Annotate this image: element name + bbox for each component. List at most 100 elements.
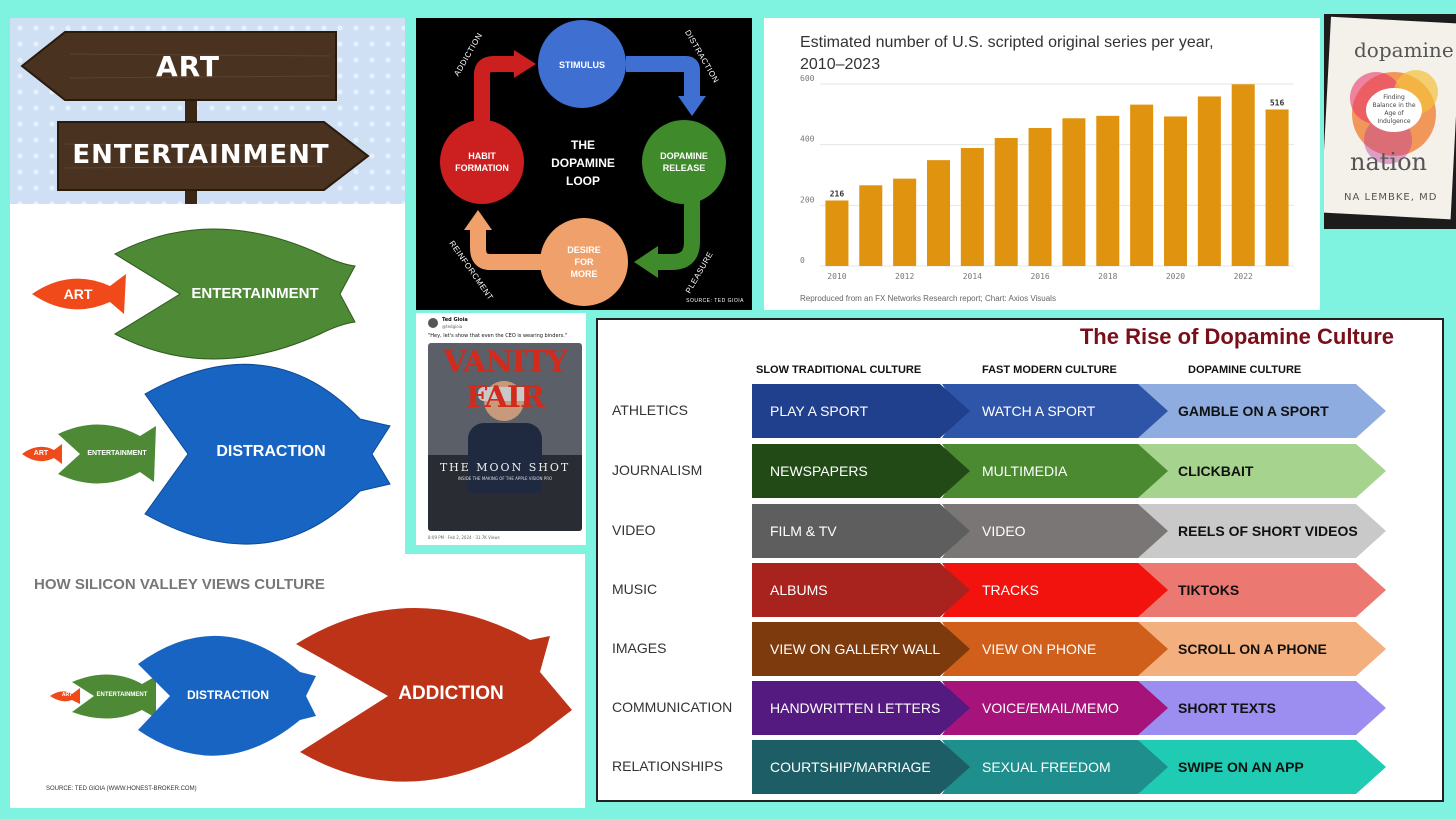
fish-panel-top: ART ENTERTAINMENT ART ENTERTAINMENT DIST… [10,204,405,554]
culture-cell-label: MULTIMEDIA [982,463,1068,479]
book-author: NA LEMBKE, MD [1344,192,1438,203]
culture-cell-label: ALBUMS [770,582,828,598]
bar [859,185,883,266]
culture-cell: PLAY A SPORT [752,384,970,438]
y-tick-label: 0 [800,256,805,265]
culture-cell-label: CLICKBAIT [1178,463,1254,479]
loop-center-title: THE DOPAMINE LOOP [551,138,615,188]
fish-label-art: ART [63,286,93,302]
fish-panel-bottom: HOW SILICON VALLEY VIEWS CULTURE ART ENT… [10,554,585,808]
culture-cell-label: TIKTOKS [1178,582,1240,598]
dopamine-loop-graphic [440,20,726,306]
dopamine-loop-panel: STIMULUS DOPAMINE RELEASE DESIRE FOR MOR… [416,18,752,310]
sign-art: ART [155,50,221,83]
culture-cell-label: COURTSHIP/MARRIAGE [770,759,931,775]
bar [1130,104,1154,266]
culture-cell-label: PLAY A SPORT [770,403,869,419]
tweet-handle: @tedgioia [442,324,463,329]
fish2-label-distraction: DISTRACTION [187,688,269,702]
fish-label-art-tiny: ART [33,450,49,457]
culture-cell: ALBUMS [752,563,970,617]
fish2-source: SOURCE: TED GIOIA (WWW.HONEST-BROKER.COM… [46,786,197,792]
x-tick-label: 2014 [963,272,982,281]
fish2-label-entertainment: ENTERTAINMENT [96,692,148,698]
magazine-title: VANITY FAIR [443,345,567,415]
row-label: JOURNALISM [612,462,703,478]
bar [1062,118,1086,266]
x-tick-label: 2018 [1098,272,1117,281]
chart-title: Estimated number of U.S. scripted origin… [800,34,1214,73]
fish2-label-art: ART [61,692,73,698]
culture-cell: NEWSPAPERS [752,444,970,498]
culture-cell-label: NEWSPAPERS [770,463,868,479]
bar [1231,84,1255,266]
fish-label-entertainment: ENTERTAINMENT [191,285,319,302]
culture-cell: GAMBLE ON A SPORT [1138,384,1386,438]
fish2-label-addiction: ADDICTION [398,683,504,704]
tweet-author[interactable]: Ted Gioia [442,317,468,323]
bar-data-label: 516 [1270,98,1285,107]
bar [1265,109,1289,266]
bar [1096,115,1120,266]
loop-stimulus: STIMULUS [559,60,605,70]
bar-data-label: 216 [830,189,845,198]
culture-cell: WATCH A SPORT [942,384,1168,438]
culture-cell-label: SWIPE ON AN APP [1178,759,1304,775]
table-title: The Rise of Dopamine Culture [1079,324,1394,349]
row-label: RELATIONSHIPS [612,758,723,774]
tweet-text: "Hey, let's show that even the CEO is we… [428,333,568,339]
row-label: COMMUNICATION [612,699,733,715]
loop-source: SOURCE: TED GIOIA [686,298,744,304]
bar [994,137,1018,266]
loop-release: DOPAMINE RELEASE [660,151,708,173]
habit-node [440,120,524,204]
x-tick-label: 2022 [1234,272,1253,281]
header-slow: SLOW TRADITIONAL CULTURE [756,364,922,376]
cover-title: THE MOON SHOT [439,461,571,474]
row-label: MUSIC [612,581,658,597]
culture-cell-label: SHORT TEXTS [1178,700,1277,716]
culture-cell: SHORT TEXTS [1138,681,1386,735]
avatar[interactable] [428,318,438,328]
desire-node [540,218,628,306]
culture-cell: SWIPE ON AN APP [1138,740,1386,794]
tweet-footer: 8:09 PM · Feb 2, 2024 · 31.7K Views [428,535,500,540]
fish-label-distraction: DISTRACTION [216,443,326,460]
fish-graphic-bottom [50,607,572,782]
culture-cell-label: SCROLL ON A PHONE [1178,641,1327,657]
silicon-valley-heading: HOW SILICON VALLEY VIEWS CULTURE [34,576,325,593]
signpost-panel: ART ENTERTAINMENT [10,18,405,204]
culture-cell: CLICKBAIT [1138,444,1386,498]
culture-cell-label: VIDEO [982,523,1026,539]
x-tick-label: 2016 [1030,272,1049,281]
book-graphic [1324,16,1456,220]
bar [1163,116,1188,266]
culture-cell-label: WATCH A SPORT [982,403,1096,419]
series-chart-panel: Estimated number of U.S. scripted origin… [764,18,1320,310]
cover-subtitle: INSIDE THE MAKING OF THE APPLE VISION PR… [457,476,553,481]
loop-habit: HABIT FORMATION [455,151,509,173]
culture-cell-label: REELS OF SHORT VIDEOS [1178,523,1358,539]
culture-cell: VIEW ON PHONE [942,622,1168,676]
bar [893,178,917,266]
culture-cell: TRACKS [942,563,1168,617]
release-node [642,120,726,204]
magazine-cover[interactable]: VANITY FAIR THE MOON SHOT INSIDE THE MAK… [428,343,582,531]
culture-cell-label: VIEW ON PHONE [982,641,1097,657]
culture-cell: SCROLL ON A PHONE [1138,622,1386,676]
fish-graphic-top [22,228,391,545]
culture-cell: VIDEO [942,504,1168,558]
culture-cell: VOICE/EMAIL/MEMO [942,681,1168,735]
signpost-graphic [20,31,370,204]
culture-cell: COURTSHIP/MARRIAGE [752,740,970,794]
bar [825,200,849,266]
bar [926,160,951,266]
culture-cell-label: TRACKS [982,582,1039,598]
x-tick-label: 2012 [895,272,914,281]
x-tick-label: 2010 [827,272,846,281]
bar [1197,96,1221,266]
header-fast: FAST MODERN CULTURE [982,364,1117,376]
bar [1028,127,1052,266]
y-tick-label: 600 [800,74,815,83]
